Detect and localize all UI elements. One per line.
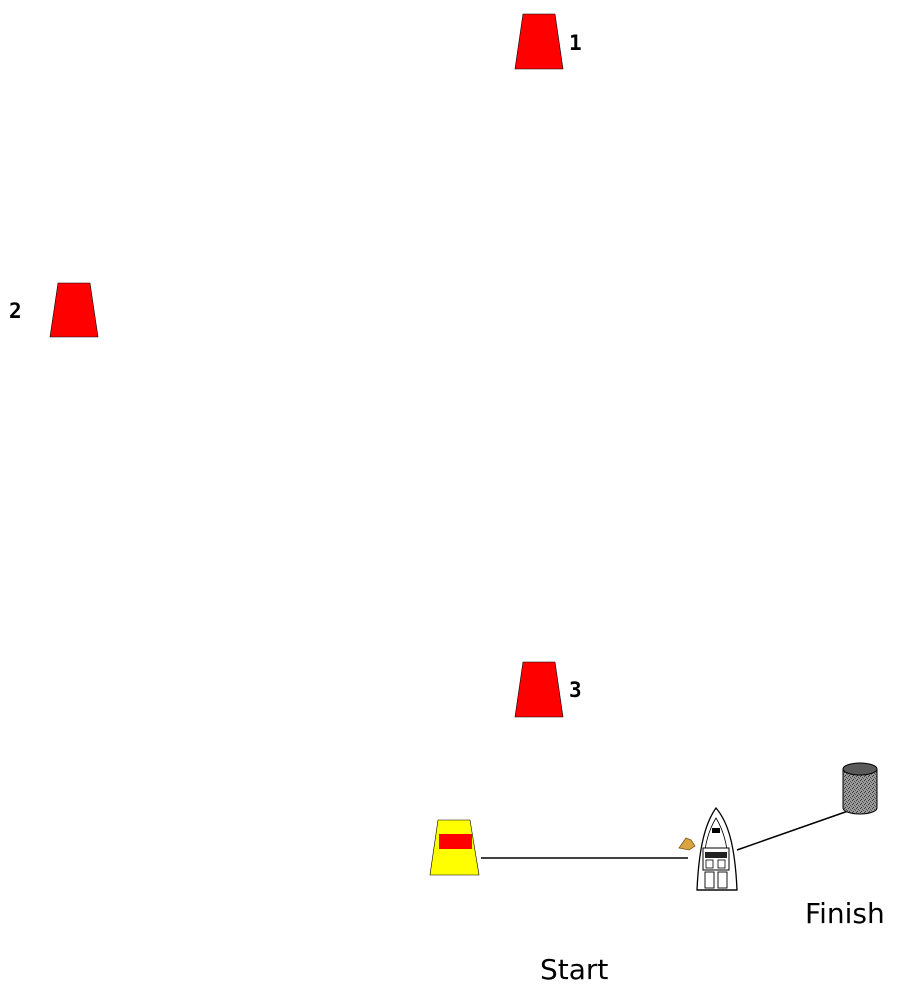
mark-2-buoy-icon	[50, 283, 98, 337]
start-mark-band	[439, 834, 472, 849]
start-label: Start	[540, 953, 608, 986]
mark-2: 2	[9, 283, 98, 337]
flag-icon	[679, 838, 695, 850]
finish-buoy-icon	[843, 763, 877, 814]
mark-2-label: 2	[9, 299, 22, 323]
finish-line	[737, 810, 851, 850]
mark-3: 3	[515, 662, 582, 717]
finish-label: Finish	[805, 897, 885, 930]
mark-3-label: 3	[569, 678, 582, 702]
start-mark	[430, 820, 479, 875]
committee-boat-icon	[679, 808, 737, 890]
mark-3-buoy-icon	[515, 662, 563, 717]
mark-1-buoy-icon	[515, 14, 563, 69]
mark-1: 1	[515, 14, 582, 69]
mark-1-label: 1	[569, 31, 582, 55]
